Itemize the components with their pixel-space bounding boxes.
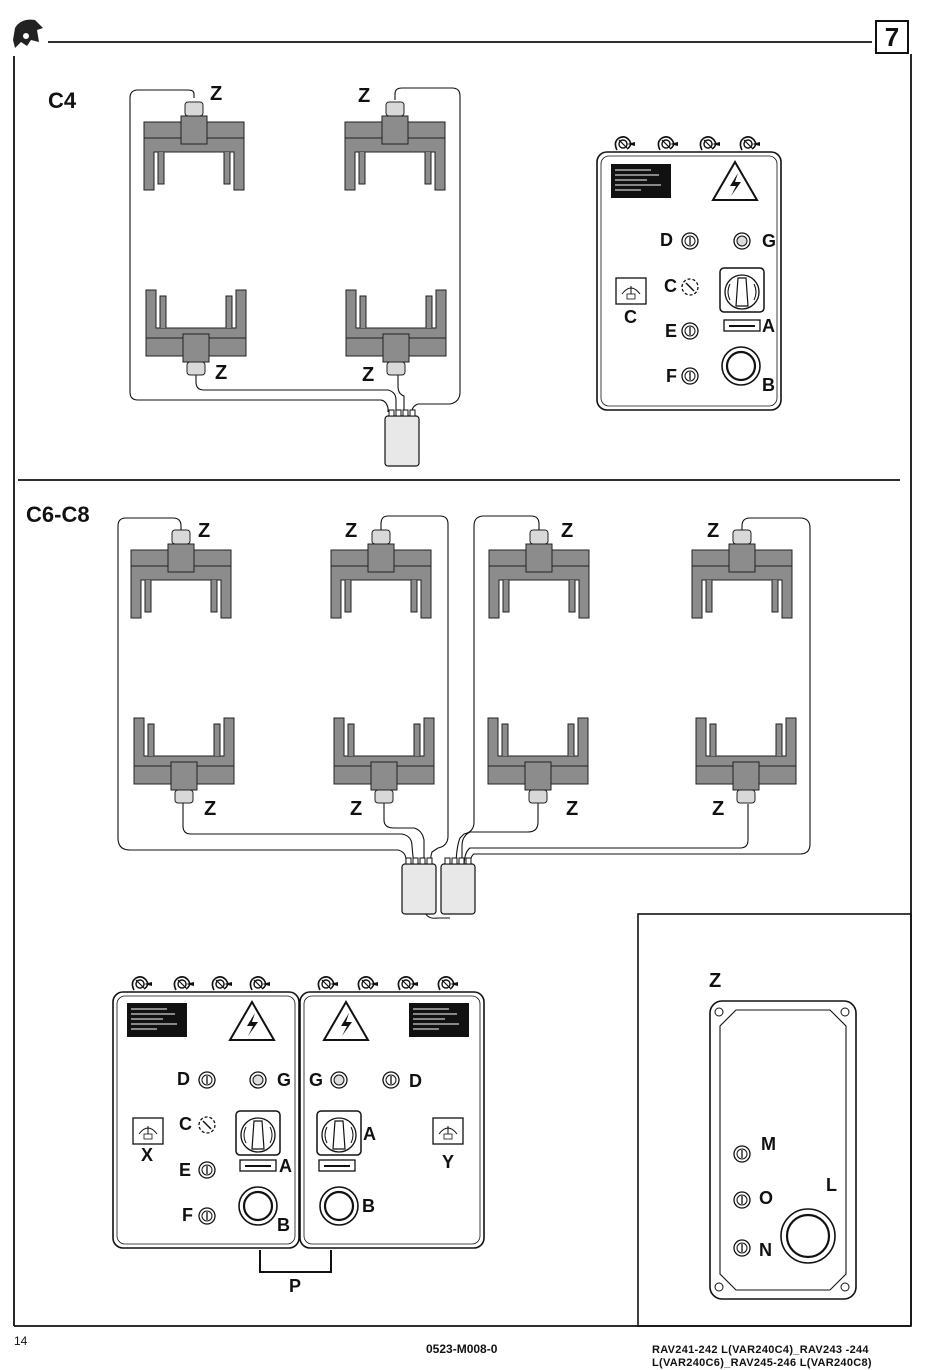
detail-label-l: L (826, 1175, 837, 1195)
c6-label-d-right: D (409, 1071, 422, 1091)
c6-label-p: P (289, 1276, 301, 1296)
c6-label-x: X (141, 1145, 153, 1165)
c6-column-4-top (692, 530, 792, 618)
c4-label-f: F (666, 366, 677, 386)
c4-label-z1: Z (210, 83, 222, 105)
c6-label-f: F (182, 1205, 193, 1225)
c6-column-1-top (131, 530, 231, 618)
c6-label-a-right: A (363, 1124, 376, 1144)
model-reference-line-2: L(VAR240C6)_RAV245-246 L(VAR240C8) (652, 1357, 942, 1370)
c6-label-a-left: A (279, 1156, 292, 1176)
c4-label-g: G (762, 231, 776, 251)
c4-label-a: A (762, 316, 775, 336)
c6-junction-box-left (402, 858, 436, 914)
c6-control-panel-left (113, 977, 299, 1248)
c6-column-1-bottom (134, 718, 234, 803)
c4-label-c-selector: C (664, 276, 677, 296)
c4-label-e: E (665, 321, 677, 341)
c6-label-g-left: G (277, 1070, 291, 1090)
c6-label-z2: Z (345, 520, 357, 542)
c4-column-top-right (345, 102, 445, 190)
c6-label-z5: Z (204, 798, 216, 820)
detail-label-m: M (761, 1134, 776, 1154)
c6-label-y: Y (442, 1152, 454, 1172)
c6-label-z6: Z (350, 798, 362, 820)
c6-label-b-left: B (277, 1215, 290, 1235)
detail-label-o: O (759, 1188, 773, 1208)
c6-label-b-right: B (362, 1196, 375, 1216)
lift-logo-icon (13, 20, 43, 48)
c6-label-z3: Z (561, 520, 573, 542)
c6-label-g-right: G (309, 1070, 323, 1090)
c4-label-z4: Z (362, 364, 374, 386)
document-code: 0523-M008-0 (426, 1342, 497, 1356)
c6-column-3-top (489, 530, 589, 618)
c6-column-4-bottom (696, 718, 796, 803)
detail-label-n: N (759, 1240, 772, 1260)
c6-label-z4: Z (707, 520, 719, 542)
model-reference-line-1: RAV241-242 L(VAR240C4)_RAV243 -244 (652, 1344, 942, 1357)
c6-junction-box-right (441, 858, 475, 914)
c4-label-z2: Z (358, 85, 370, 107)
c4-label-z3: Z (215, 362, 227, 384)
c4-column-bottom-right (346, 290, 446, 375)
section-title-c4: C4 (48, 88, 77, 113)
c4-junction-box (385, 410, 419, 466)
c6-column-3-bottom (488, 718, 588, 803)
c4-column-top-left (144, 102, 244, 190)
c6-column-2-top (331, 530, 431, 618)
c4-column-bottom-left (146, 290, 246, 375)
detail-z-control-box (710, 1001, 856, 1299)
model-reference: RAV241-242 L(VAR240C4)_RAV243 -244 L(VAR… (652, 1344, 942, 1370)
panel-link-p (260, 1250, 331, 1272)
detail-z-title: Z (709, 970, 721, 992)
c6-control-panel-right (300, 977, 484, 1248)
c6-label-c: C (179, 1114, 192, 1134)
c4-label-d: D (660, 230, 673, 250)
page-number: 14 (14, 1334, 27, 1348)
c4-label-b: B (762, 375, 775, 395)
c6-label-z7: Z (566, 798, 578, 820)
c4-control-panel (597, 137, 781, 410)
c6-label-e: E (179, 1160, 191, 1180)
c6-label-d-left: D (177, 1069, 190, 1089)
c6-column-2-bottom (334, 718, 434, 803)
c6-label-z8: Z (712, 798, 724, 820)
section-title-c6c8: C6-C8 (26, 502, 90, 527)
c4-label-c-meter: C (624, 307, 637, 327)
c6-label-z1: Z (198, 520, 210, 542)
